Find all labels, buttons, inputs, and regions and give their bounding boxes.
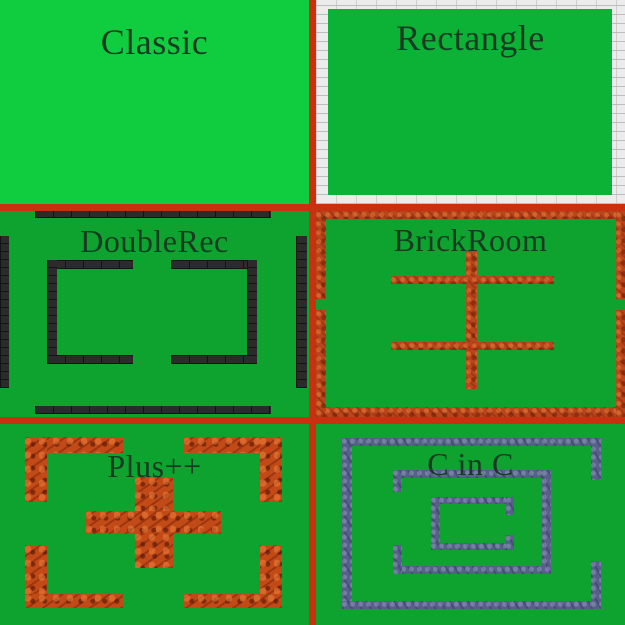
outer-right-lower [591, 561, 601, 609]
level-title-plus: Plus++ [107, 448, 202, 484]
middle-bottom [393, 566, 551, 574]
corner-bottom-left-v [25, 545, 47, 608]
outer-right-upper [591, 438, 601, 480]
level-title-doublerec: DoubleRec [80, 223, 229, 259]
outer-bottom [342, 601, 601, 609]
inner-left-top [47, 260, 133, 269]
inner-left [431, 497, 440, 550]
middle-right [542, 470, 551, 574]
inner-right-side [247, 260, 257, 364]
wall-bottom [35, 406, 271, 414]
wall-bottom [316, 407, 625, 417]
inner-right-bottom [171, 355, 257, 364]
inner-right-lower [506, 535, 514, 550]
level-title-rectangle: Rectangle [396, 18, 545, 58]
center-vertical [466, 251, 477, 389]
level-tile-cinc[interactable]: C in C [316, 424, 625, 625]
corner-bottom-right-v [260, 545, 282, 608]
outer-left [342, 438, 352, 609]
corner-top-left-v [25, 437, 47, 502]
wall-left-lower [316, 310, 326, 417]
wall-top [316, 211, 625, 219]
inner-top [431, 497, 514, 504]
level-tile-doublerec[interactable]: DoubleRec [0, 211, 309, 417]
corner-bottom-left-h [25, 594, 123, 608]
inner-bottom [431, 543, 514, 550]
upper-crossbar [391, 276, 554, 284]
level-title-classic: Classic [100, 22, 209, 62]
middle-left-upper [393, 470, 402, 492]
level-tile-rectangle[interactable]: Rectangle [316, 0, 625, 204]
wall-right-upper [616, 211, 625, 299]
wall-left-upper [316, 211, 326, 299]
level-tile-brickroom[interactable]: BrickRoom [316, 211, 625, 417]
wall-top [35, 211, 271, 218]
wall-left [0, 236, 9, 388]
lower-crossbar [391, 342, 554, 350]
corner-top-left-h [25, 437, 123, 453]
level-title-cinc: C in C [427, 446, 514, 482]
inner-left-side [47, 260, 57, 364]
middle-top [393, 470, 550, 478]
level-tile-plus[interactable]: Plus++ [0, 424, 309, 625]
wall-right [296, 236, 307, 388]
inner-right-top [171, 260, 257, 269]
inner-right-upper [506, 497, 514, 515]
wall-right-lower [616, 310, 625, 417]
inner-left-bottom [47, 355, 133, 364]
corner-bottom-right-h [184, 594, 282, 608]
middle-left-lower [393, 545, 402, 574]
level-tile-classic[interactable]: Classic [0, 0, 309, 204]
outer-top [342, 438, 601, 446]
level-title-brickroom: BrickRoom [393, 222, 548, 258]
plus-horizontal [86, 511, 221, 534]
corner-top-right-h [184, 437, 282, 453]
corner-top-right-v [260, 437, 282, 502]
rectangle-field [328, 9, 612, 195]
